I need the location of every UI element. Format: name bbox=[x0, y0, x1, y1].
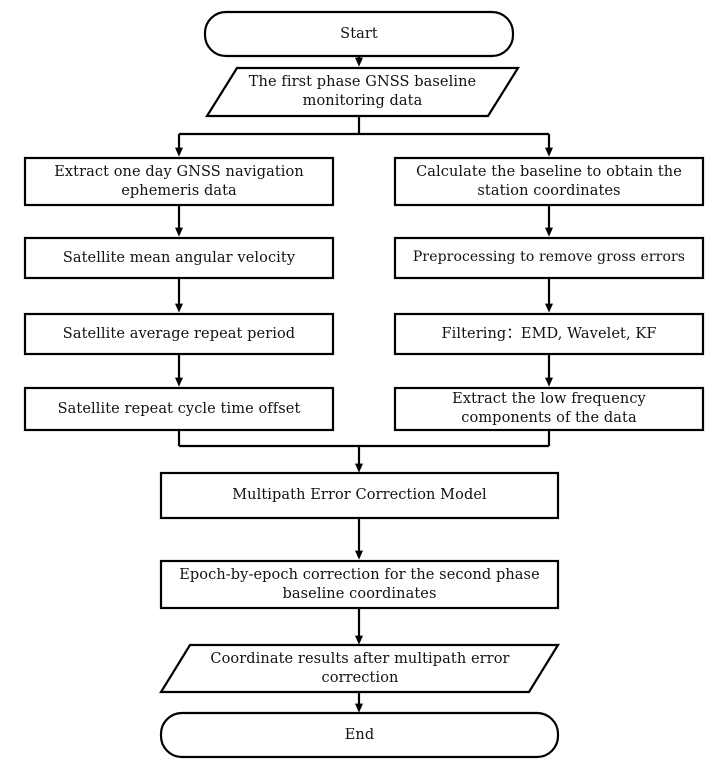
node-right-2-shape bbox=[393, 236, 705, 280]
node-right-3-shape bbox=[393, 312, 705, 356]
node-start-shape bbox=[203, 10, 515, 58]
node-output-data-shape bbox=[159, 643, 560, 694]
node-end-shape bbox=[159, 711, 560, 759]
node-correction-shape bbox=[159, 559, 560, 610]
node-left-4-shape bbox=[23, 386, 335, 432]
node-right-4-shape bbox=[393, 386, 705, 432]
node-model-shape bbox=[159, 471, 560, 520]
node-left-1-shape bbox=[23, 156, 335, 207]
node-input-data-shape bbox=[205, 66, 520, 118]
node-left-3-shape bbox=[23, 312, 335, 356]
node-right-1-shape bbox=[393, 156, 705, 207]
node-left-2-shape bbox=[23, 236, 335, 280]
